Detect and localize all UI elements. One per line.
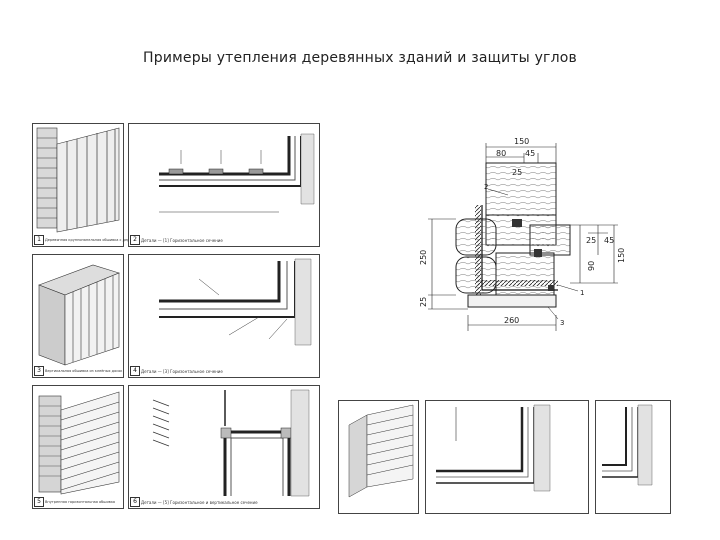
label-1: 1 bbox=[580, 289, 584, 297]
panel-caption: Деревянная крупнопанельная обшивка с дер… bbox=[45, 238, 159, 242]
dim-25-right: 25 bbox=[586, 236, 596, 245]
panel-caption: Детали — [1] Горизонтальное сечение bbox=[141, 238, 223, 243]
panel-3-drawing: 3 Вертикальная обшивка из клеёных досок bbox=[32, 254, 124, 378]
dim-150: 150 bbox=[514, 137, 529, 146]
section-drawing bbox=[159, 258, 312, 346]
dim-250-left: 250 bbox=[419, 250, 428, 265]
page-title: Примеры утепления деревянных зданий и за… bbox=[143, 50, 577, 66]
dim-25-top: 25 bbox=[512, 168, 522, 177]
panel-5-drawing: 5 Внутренняя горизонтальная обшивка bbox=[32, 385, 124, 509]
section-drawing bbox=[159, 133, 315, 213]
panel-number: 1 bbox=[34, 235, 44, 245]
panel-number: 5 bbox=[34, 497, 44, 507]
panel-caption: Вертикальная обшивка из клеёных досок bbox=[45, 369, 123, 373]
panel-caption: Детали — [3] Горизонтальное сечение bbox=[141, 369, 223, 374]
label-3: 3 bbox=[560, 319, 564, 327]
wall-perspective-drawing bbox=[38, 264, 120, 366]
wall-perspective-drawing bbox=[36, 127, 120, 233]
panel-caption: Внутренняя горизонтальная обшивка bbox=[45, 500, 116, 504]
small-wall-drawing bbox=[348, 404, 414, 498]
section-drawing bbox=[152, 389, 310, 497]
small-section-drawing bbox=[602, 404, 653, 486]
panel-number: 3 bbox=[34, 366, 44, 376]
dim-80: 80 bbox=[496, 149, 506, 158]
dim-45: 45 bbox=[525, 149, 535, 158]
small-section-drawing bbox=[436, 404, 551, 492]
dim-150-right: 150 bbox=[617, 248, 626, 263]
label-2: 2 bbox=[484, 183, 488, 191]
panel-number: 2 bbox=[130, 235, 140, 245]
panel-caption: Детали — [5] Горизонтальное и вертикальн… bbox=[141, 500, 258, 505]
small-panel-section-b bbox=[595, 400, 671, 514]
dim-90: 90 bbox=[587, 261, 596, 271]
dim-25-left: 25 bbox=[419, 297, 428, 307]
log-corner-section: 150 80 45 25 250 25 260 25 45 90 150 2 1… bbox=[419, 137, 626, 331]
panel-2-drawing: 2 Детали — [1] Горизонтальное сечение bbox=[128, 123, 320, 247]
panel-1-drawing: 1 Деревянная крупнопанельная обшивка с д… bbox=[32, 123, 159, 247]
panel-number: 6 bbox=[130, 497, 140, 507]
corner-log-detail: 150 80 45 25 250 25 260 25 45 90 150 2 1… bbox=[408, 135, 630, 340]
panel-number: 4 bbox=[130, 366, 140, 376]
small-panel-perspective bbox=[338, 400, 419, 514]
small-panel-section-a bbox=[425, 400, 589, 514]
wall-perspective-drawing bbox=[38, 391, 120, 495]
dim-260: 260 bbox=[504, 316, 519, 325]
panel-6-drawing: 6 Детали — [5] Горизонтальное и вертикал… bbox=[128, 385, 320, 509]
dim-45-right: 45 bbox=[604, 236, 614, 245]
panel-4-drawing: 4 Детали — [3] Горизонтальное сечение bbox=[128, 254, 320, 378]
